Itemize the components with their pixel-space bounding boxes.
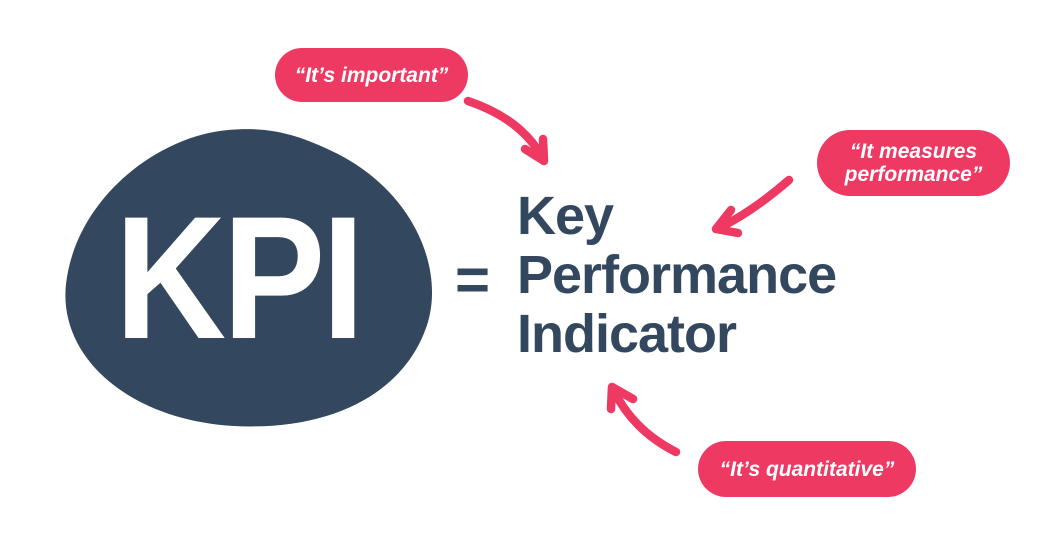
arrow-important-icon: [463, 96, 549, 166]
definition-line-key: Key: [517, 186, 614, 246]
definition-line-indicator: Indicator: [517, 304, 737, 364]
definition-line-performance: Performance: [517, 245, 837, 305]
kpi-definition: Key Performance Indicator: [517, 186, 837, 364]
kpi-blob-shape: [65, 129, 433, 427]
blob-path: [65, 129, 433, 427]
callout-measures-performance-label: “It measures performance”: [844, 140, 983, 186]
callout-important: “It’s important”: [275, 48, 468, 102]
kpi-acronym: KPI: [114, 180, 365, 376]
callout-quantitative-label: “It’s quantitative”: [719, 457, 895, 481]
callout-quantitative: “It’s quantitative”: [698, 441, 916, 497]
callout-measures-performance: “It measures performance”: [817, 130, 1010, 196]
arrow-quantitative-icon: [606, 382, 681, 457]
callout-important-label: “It’s important”: [294, 63, 449, 87]
equals-sign: =: [455, 246, 491, 313]
